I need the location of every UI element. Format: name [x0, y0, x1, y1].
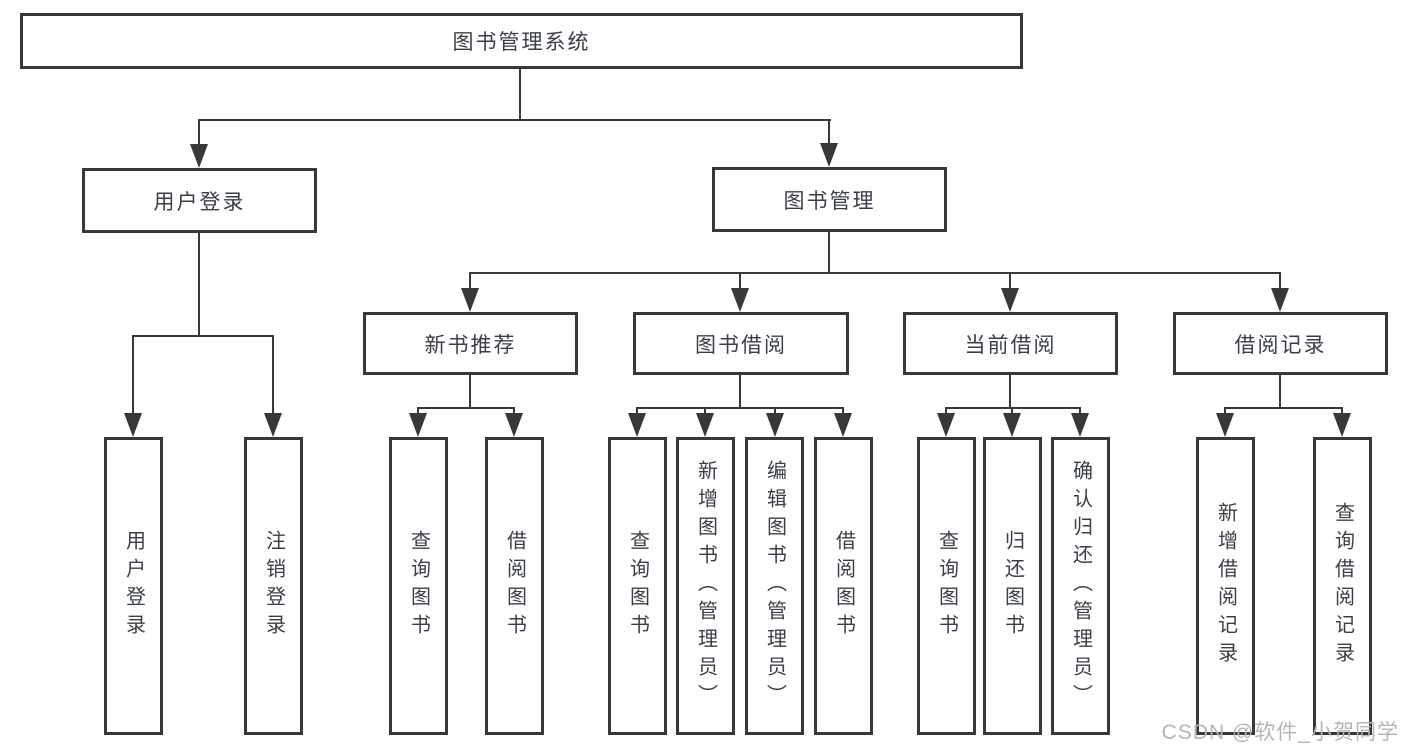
- connector-line: [774, 407, 776, 417]
- leaf-user-login: 用户登录: [104, 437, 163, 735]
- leaf-label: 借阅图书: [832, 530, 855, 642]
- leaf-add-books-admin: 新增图书（管理员）: [676, 437, 735, 735]
- arrowhead-icon: [1271, 288, 1289, 312]
- arrowhead-icon: [820, 143, 838, 167]
- leaf-label: 查询图书: [935, 530, 958, 642]
- leaf-add-borrow-record: 新增借阅记录: [1196, 437, 1255, 735]
- connector-line: [417, 407, 515, 409]
- arrowhead-icon: [1003, 413, 1021, 437]
- leaf-label: 查询图书: [626, 530, 649, 642]
- connector-line: [1341, 407, 1343, 417]
- arrowhead-icon: [124, 413, 142, 437]
- arrowhead-icon: [264, 413, 282, 437]
- connector-line: [945, 407, 1081, 409]
- connector-line: [636, 407, 844, 409]
- connector-line: [636, 407, 638, 417]
- arrowhead-icon: [937, 413, 955, 437]
- leaf-logout: 注销登录: [244, 437, 303, 735]
- connector-line: [945, 407, 947, 417]
- arrowhead-icon: [461, 288, 479, 312]
- arrowhead-icon: [1071, 413, 1089, 437]
- connector-line: [198, 119, 200, 147]
- node-current-borrowing: 当前借阅: [903, 312, 1118, 375]
- leaf-query-books-current: 查询图书: [917, 437, 976, 735]
- connector-line: [1224, 407, 1343, 409]
- leaf-query-books-borrow: 查询图书: [608, 437, 667, 735]
- leaf-borrow-books: 借阅图书: [814, 437, 873, 735]
- leaf-label: 用户登录: [122, 530, 145, 642]
- node-book-borrowing: 图书借阅: [633, 312, 849, 375]
- leaf-edit-books-admin: 编辑图书（管理员）: [745, 437, 804, 735]
- leaf-borrow-books-recommend: 借阅图书: [485, 437, 544, 735]
- leaf-label: 新增借阅记录: [1214, 502, 1237, 670]
- arrowhead-icon: [696, 413, 714, 437]
- connector-line: [198, 119, 831, 121]
- connector-line: [198, 233, 200, 335]
- node-label: 图书借阅: [695, 333, 787, 357]
- connector-line: [828, 119, 830, 146]
- connector-line: [132, 335, 134, 415]
- arrowhead-icon: [834, 413, 852, 437]
- node-label: 用户登录: [153, 190, 246, 214]
- arrowhead-icon: [766, 413, 784, 437]
- node-label: 新书推荐: [424, 333, 517, 357]
- leaf-label: 归还图书: [1001, 530, 1024, 642]
- node-borrowing-records: 借阅记录: [1173, 312, 1388, 375]
- connector-line: [1011, 407, 1013, 417]
- connector-line: [519, 68, 521, 119]
- connector-line: [842, 407, 844, 417]
- connector-line: [513, 407, 515, 417]
- arrowhead-icon: [1216, 413, 1234, 437]
- leaf-label: 新增图书（管理员）: [694, 460, 717, 712]
- arrowhead-icon: [409, 413, 427, 437]
- leaf-query-borrow-record: 查询借阅记录: [1313, 437, 1372, 735]
- node-label: 借阅记录: [1234, 333, 1327, 357]
- arrowhead-icon: [731, 288, 749, 312]
- leaf-query-books-recommend: 查询图书: [389, 437, 448, 735]
- connector-line: [739, 272, 741, 290]
- node-label: 图书管理: [783, 189, 876, 213]
- connector-line: [417, 407, 419, 417]
- connector-line: [1279, 272, 1281, 290]
- arrowhead-icon: [1001, 288, 1019, 312]
- leaf-label: 借阅图书: [503, 530, 526, 642]
- connector-line: [132, 335, 274, 337]
- node-library-management-system: 图书管理系统: [20, 13, 1023, 69]
- csdn-watermark: CSDN @软件_小贺同学: [1161, 721, 1399, 744]
- connector-line: [739, 375, 741, 407]
- connector-line: [1279, 375, 1281, 407]
- connector-line: [1009, 375, 1011, 407]
- leaf-label: 确认归还（管理员）: [1069, 460, 1092, 712]
- arrowhead-icon: [190, 144, 208, 168]
- connector-line: [704, 407, 706, 417]
- connector-line: [469, 272, 471, 290]
- leaf-return-books: 归还图书: [983, 437, 1042, 735]
- arrowhead-icon: [1333, 413, 1351, 437]
- arrowhead-icon: [628, 413, 646, 437]
- leaf-confirm-return-admin: 确认归还（管理员）: [1051, 437, 1110, 735]
- connector-line: [272, 335, 274, 415]
- node-user-login: 用户登录: [82, 168, 317, 233]
- leaf-label: 查询图书: [407, 530, 430, 642]
- leaf-label: 注销登录: [262, 530, 285, 642]
- connector-line: [469, 272, 1281, 274]
- node-book-management: 图书管理: [712, 167, 947, 232]
- connector-line: [1079, 407, 1081, 417]
- node-label: 图书管理系统: [452, 31, 591, 54]
- connector-line: [469, 375, 471, 407]
- leaf-label: 查询借阅记录: [1331, 502, 1354, 670]
- arrowhead-icon: [505, 413, 523, 437]
- leaf-label: 编辑图书（管理员）: [763, 460, 786, 712]
- node-new-book-recommendation: 新书推荐: [363, 312, 578, 375]
- connector-line: [1009, 272, 1011, 290]
- connector-line: [828, 232, 830, 272]
- node-label: 当前借阅: [964, 333, 1057, 357]
- connector-line: [1224, 407, 1226, 417]
